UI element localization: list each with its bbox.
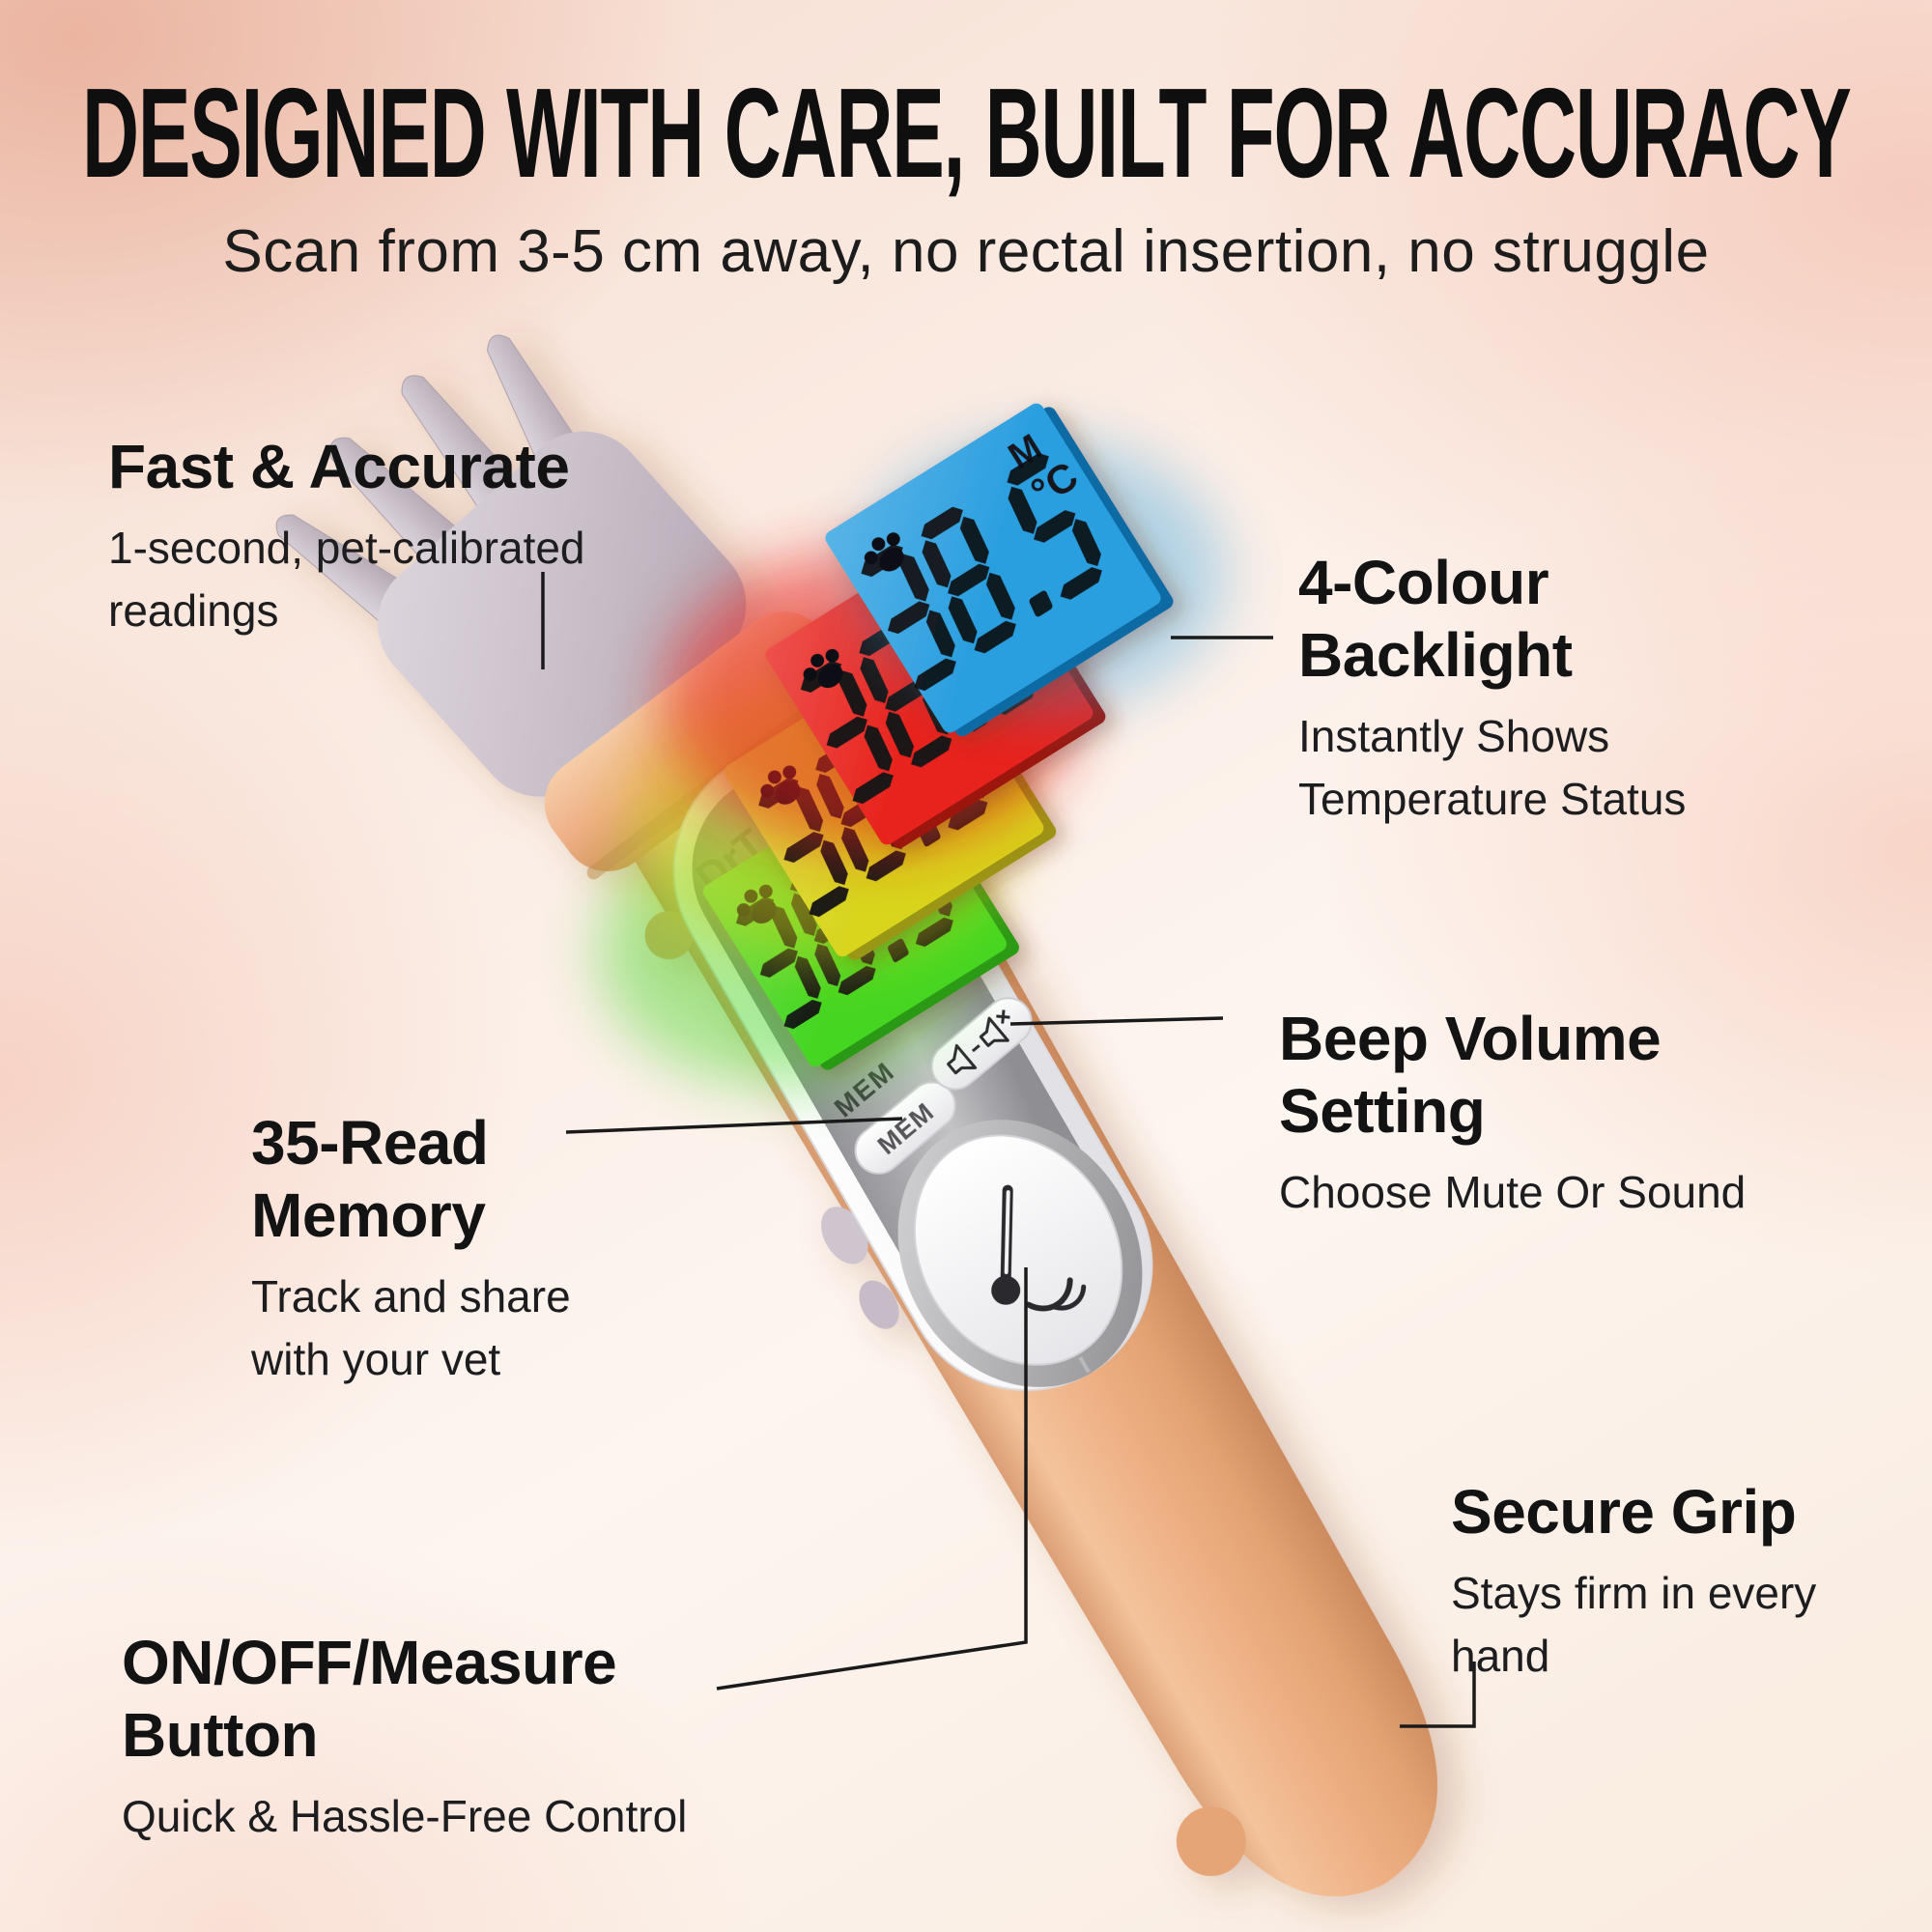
callout-lines: [541, 572, 1476, 1728]
feature-heading: 35-Read Memory: [251, 1108, 489, 1250]
lcd-reading-blue: [861, 453, 1102, 692]
feature-heading: 4-Colour Backlight: [1298, 548, 1573, 690]
feature-secure-grip: Secure Grip Stays firm in every hand: [1451, 1476, 1816, 1689]
speaker-mute-icon: [996, 1009, 1010, 1024]
feature-heading: ON/OFF/Measure Button: [122, 1628, 617, 1770]
fur-prong-icon: [275, 334, 582, 623]
thermometer-icon: [991, 1184, 1087, 1312]
callout-line-beep: [1009, 1016, 1224, 1026]
feature-body: 1-second, pet-calibrated readings: [108, 522, 585, 637]
feature-body: Quick & Hassle-Free Control: [122, 1790, 688, 1841]
side-button: [859, 1280, 899, 1329]
feature-heading: Fast & Accurate: [108, 432, 570, 501]
feature-onoff-measure: ON/OFF/Measure Button Quick & Hassle-Fre…: [122, 1627, 687, 1848]
feature-fast-accurate: Fast & Accurate 1-second, pet-calibrated…: [108, 431, 585, 643]
feature-body: Stays firm in every hand: [1451, 1567, 1817, 1682]
bottom-bump: [1176, 1806, 1246, 1877]
feature-heading: Secure Grip: [1451, 1477, 1797, 1547]
feature-body: Choose Mute Or Sound: [1279, 1166, 1747, 1217]
page-subtitle: Scan from 3-5 cm away, no rectal inserti…: [222, 218, 1710, 285]
side-button: [821, 1207, 868, 1264]
screen-blue: M °C: [825, 403, 1174, 737]
feature-body: Track and share with your vet: [251, 1270, 571, 1385]
callout-line-memory: [565, 1117, 903, 1134]
feature-memory: 35-Read Memory Track and share with your…: [251, 1107, 571, 1391]
page-title: DESIGNED WITH CARE, BUILT FOR ACCURACY: [81, 62, 1852, 204]
callout-line-grip: [1400, 1662, 1476, 1728]
feature-backlight: 4-Colour Backlight Instantly Shows Tempe…: [1298, 547, 1686, 831]
feature-body: Instantly Shows Temperature Status: [1298, 710, 1687, 825]
feature-heading: Beep Volume Setting: [1279, 1004, 1662, 1146]
beep-volume-button: [930, 997, 1033, 1091]
speaker-volume-icon: [947, 1016, 1009, 1075]
callout-line-onoff: [716, 1267, 1028, 1690]
feature-beep-volume: Beep Volume Setting Choose Mute Or Sound: [1279, 1003, 1746, 1224]
